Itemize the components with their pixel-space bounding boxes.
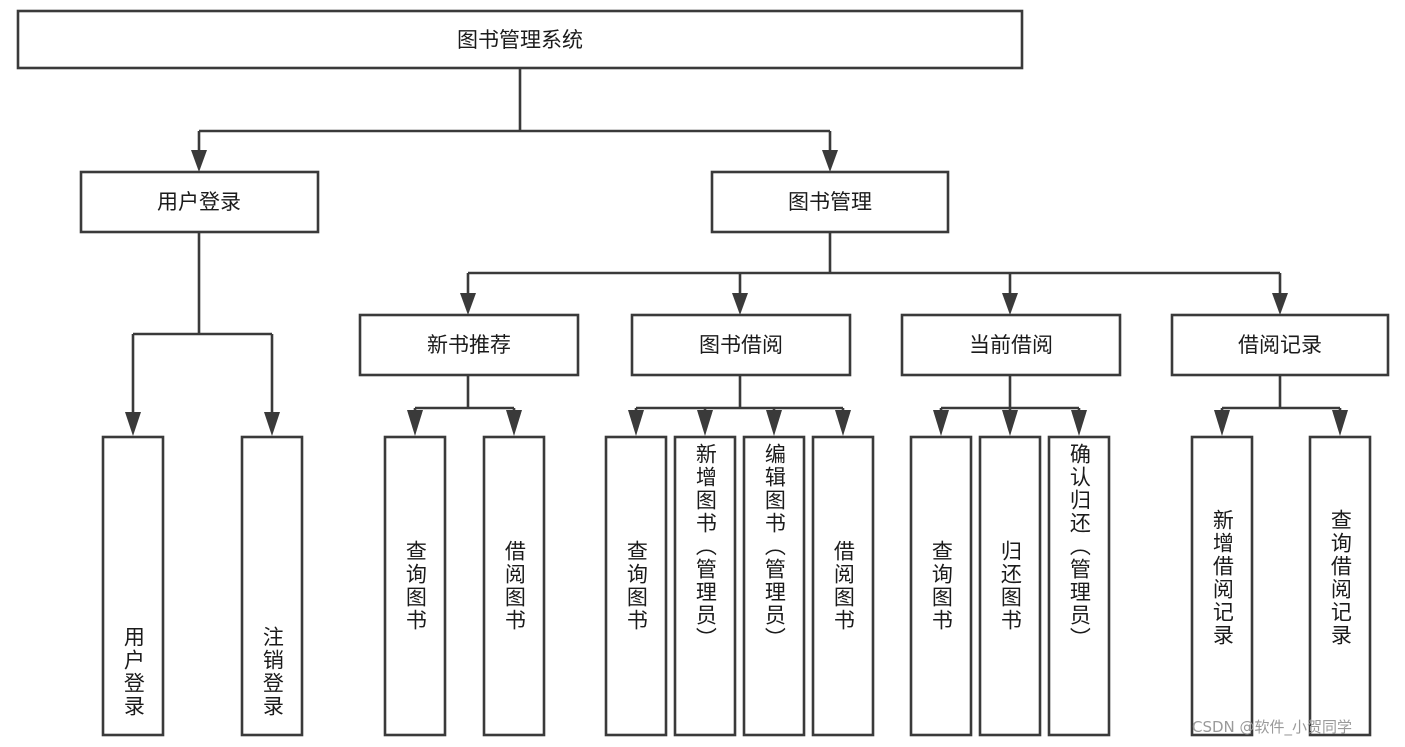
arrow-head-leaf-confirm-return	[1071, 410, 1087, 436]
leaf-box-query-book-2[interactable]	[604, 435, 668, 737]
node-book-management-box[interactable]	[710, 170, 950, 234]
arrow-head-book-management	[822, 150, 838, 172]
leaf-box-query-book-3[interactable]	[909, 435, 973, 737]
leaf-box-user-login[interactable]	[101, 435, 165, 737]
node-root[interactable]: 图书管理系统	[16, 9, 1024, 70]
leaf-box-confirm-return[interactable]	[1047, 435, 1111, 737]
arrow-head-leaf-user-login	[125, 412, 141, 436]
node-new-book-recommend-box[interactable]	[358, 313, 580, 377]
leaf-box-borrow-book-2[interactable]	[811, 435, 875, 737]
node-borrow-record-box[interactable]	[1170, 313, 1390, 377]
arrow-head-leaf-logout-login	[264, 412, 280, 436]
connector-group-book-management	[460, 232, 1288, 315]
node-borrow-record[interactable]: 借阅记录	[1170, 313, 1390, 377]
leaf-box-add-record[interactable]	[1190, 435, 1254, 737]
connector-group-current-borrow	[933, 375, 1087, 436]
arrow-head-leaf-return-book	[1002, 410, 1018, 436]
arrow-head-leaf-borrow-book-1	[506, 410, 522, 436]
node-root-label: 图书管理系统	[457, 28, 583, 52]
arrow-head-leaf-borrow-book-2	[835, 410, 851, 436]
node-new-book-recommend[interactable]: 新书推荐	[358, 313, 580, 377]
arrow-head-leaf-query-record	[1332, 410, 1348, 436]
node-root-box[interactable]	[16, 9, 1024, 70]
arrow-head-new-book-recommend	[460, 293, 476, 315]
node-book-borrow-label: 图书借阅	[699, 333, 783, 357]
arrow-head-borrow-record	[1272, 293, 1288, 315]
leaf-box-add-book[interactable]	[673, 435, 737, 737]
node-book-borrow[interactable]: 图书借阅	[630, 313, 852, 377]
node-user-login-label: 用户登录	[157, 190, 241, 214]
arrow-head-current-borrow	[1002, 293, 1018, 315]
node-current-borrow-box[interactable]	[900, 313, 1122, 377]
node-borrow-record-label: 借阅记录	[1238, 333, 1322, 357]
leaf-box-logout-login[interactable]	[240, 435, 304, 737]
leaf-box-return-book[interactable]	[978, 435, 1042, 737]
connector-group-root	[191, 68, 838, 172]
node-current-borrow-label: 当前借阅	[969, 333, 1053, 357]
connector-group-user-login	[125, 232, 280, 436]
leaf-box-query-book-1[interactable]	[383, 435, 447, 737]
arrow-head-book-borrow	[732, 293, 748, 315]
arrow-head-user-login	[191, 150, 207, 172]
connector-group-book-borrow	[628, 375, 851, 436]
leaf-box-edit-book[interactable]	[742, 435, 806, 737]
node-new-book-recommend-label: 新书推荐	[427, 333, 511, 357]
leaf-box-query-record[interactable]	[1308, 435, 1372, 737]
arrow-head-leaf-add-record	[1214, 410, 1230, 436]
arrow-head-leaf-query-book-2	[628, 410, 644, 436]
arrow-head-leaf-edit-book	[766, 410, 782, 436]
node-user-login-box[interactable]	[79, 170, 320, 234]
arrow-head-leaf-query-book-1	[407, 410, 423, 436]
node-current-borrow[interactable]: 当前借阅	[900, 313, 1122, 377]
node-user-login[interactable]: 用户登录	[79, 170, 320, 234]
connector-group-borrow-record	[1214, 375, 1348, 436]
arrow-head-leaf-query-book-3	[933, 410, 949, 436]
arrow-head-leaf-add-book	[697, 410, 713, 436]
leaf-box-borrow-book-1[interactable]	[482, 435, 546, 737]
node-book-management[interactable]: 图书管理	[710, 170, 950, 234]
node-book-borrow-box[interactable]	[630, 313, 852, 377]
connector-group-new-book-recommend	[407, 375, 522, 436]
node-book-management-label: 图书管理	[788, 190, 872, 214]
